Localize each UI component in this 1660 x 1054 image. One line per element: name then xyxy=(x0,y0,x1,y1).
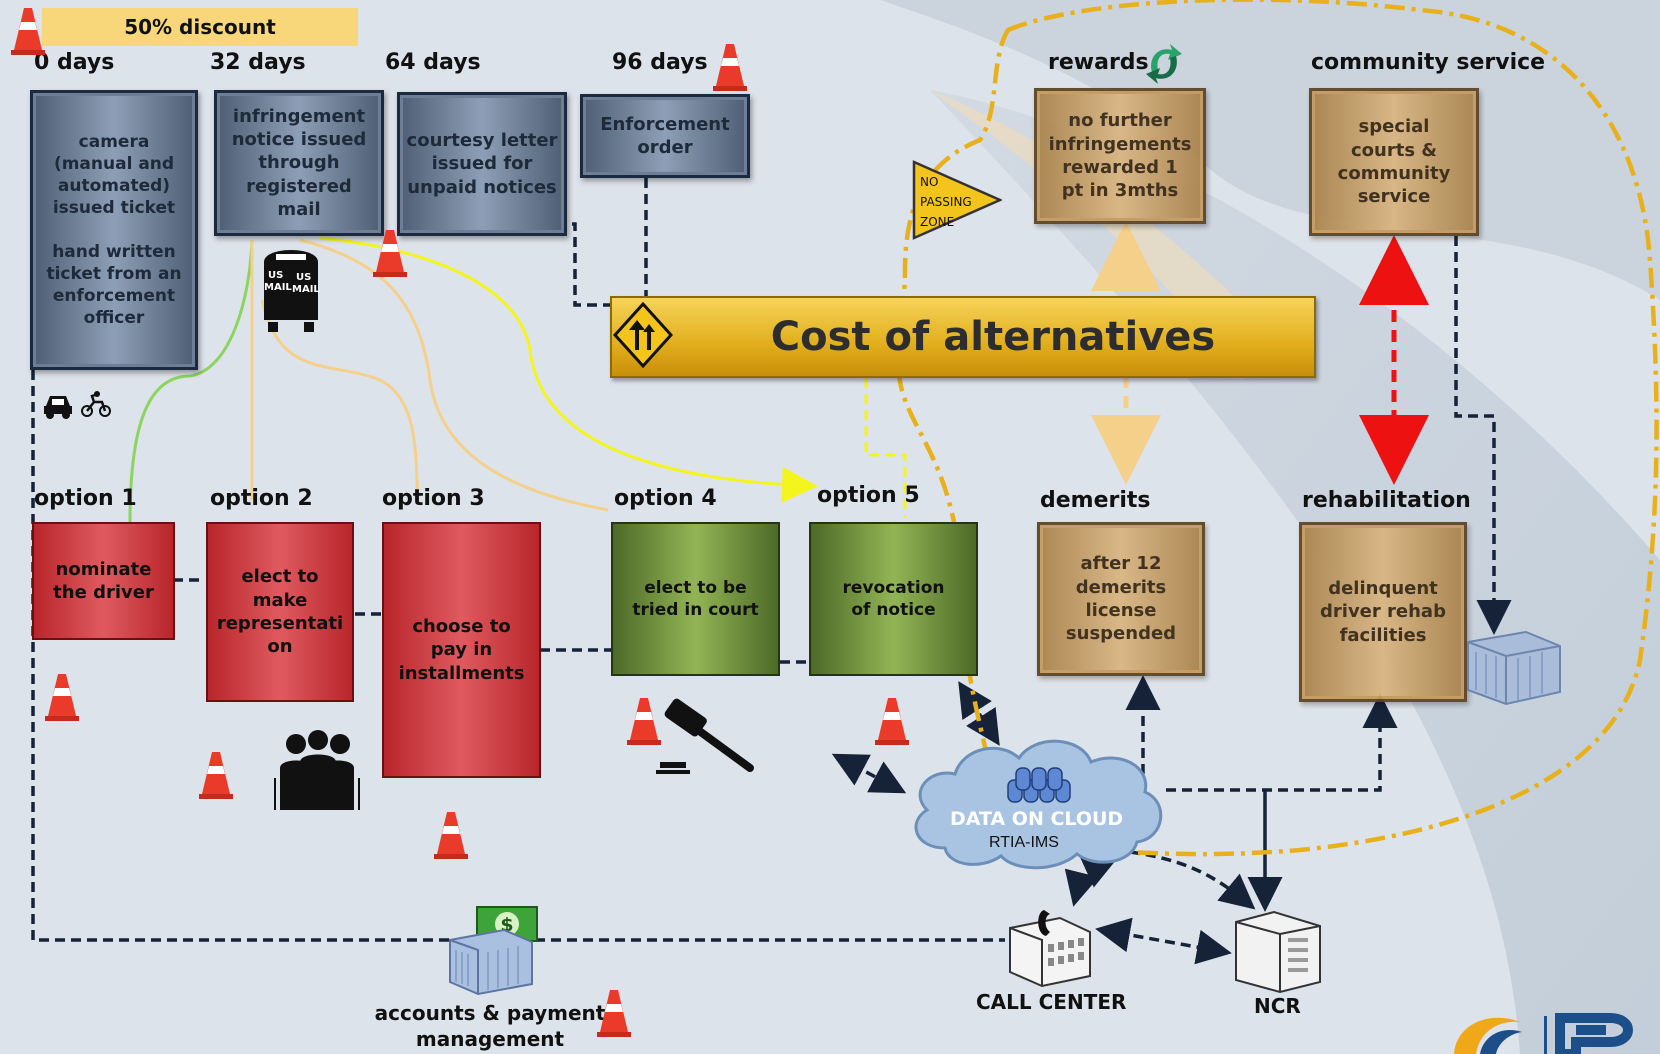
accounts-label: accounts & payment management xyxy=(374,1001,606,1051)
traffic-cone-icon xyxy=(11,8,45,55)
ncr-label: NCR xyxy=(1254,994,1301,1018)
merge-sign-icon xyxy=(613,302,673,368)
option-5-text: revocation of notice xyxy=(842,577,945,620)
mailbox-text-2: MAIL xyxy=(264,282,292,293)
enforcement-order-box: Enforcement order xyxy=(580,94,750,178)
traffic-cone-icon xyxy=(597,990,631,1037)
rehab-building-icon xyxy=(1467,630,1561,706)
option-2-text: elect to make representati on xyxy=(216,566,344,658)
traffic-cone-icon xyxy=(875,698,909,745)
enforcement-order-text: Enforcement order xyxy=(600,113,730,158)
gavel-icon xyxy=(656,698,754,774)
option-4-text: elect to be tried in court xyxy=(632,577,759,620)
infringement-notice-box: infringement notice issued through regis… xyxy=(214,90,384,236)
demerits-box: after 12 demerits license suspended xyxy=(1037,522,1205,676)
traffic-cone-icon xyxy=(434,812,468,859)
infringement-notice-text: infringement notice issued through regis… xyxy=(231,105,367,221)
recycle-arrows-icon xyxy=(1146,44,1182,84)
option-1-text: nominate the driver xyxy=(53,558,154,603)
car-icon xyxy=(44,396,72,419)
server-stack-icon xyxy=(1007,767,1071,803)
motorcycle-icon xyxy=(81,391,111,417)
discount-banner: 50% discount xyxy=(42,8,358,46)
timeline-day-64: 64 days xyxy=(385,50,481,75)
call-center-label: CALL CENTER xyxy=(976,990,1127,1014)
data-cloud xyxy=(914,739,1163,870)
rehabilitation-text: delinquent driver rehab facilities xyxy=(1320,577,1446,646)
camera-ticket-box: camera (manual and automated) issued tic… xyxy=(30,90,198,370)
bank-building-icon xyxy=(449,928,533,996)
mailbox-text-4: MAIL xyxy=(292,284,320,295)
courtesy-letter-box: courtesy letter issued for unpaid notice… xyxy=(397,92,567,236)
option-1-box: nominate the driver xyxy=(32,522,175,640)
call-center-icon xyxy=(1009,910,1091,988)
mailbox-text-1: US xyxy=(268,270,283,281)
rehabilitation-box: delinquent driver rehab facilities xyxy=(1299,522,1467,702)
option-1-heading: option 1 xyxy=(34,486,137,511)
option-3-box: choose to pay in installments xyxy=(382,522,541,778)
option-2-box: elect to make representati on xyxy=(206,522,354,702)
option-3-text: choose to pay in installments xyxy=(398,615,525,684)
option-5-box: revocation of notice xyxy=(809,522,978,676)
option-4-box: elect to be tried in court xyxy=(611,522,780,676)
traffic-cone-icon xyxy=(45,674,79,721)
mailbox-icon: US MAIL US MAIL xyxy=(264,250,320,332)
demerits-heading: demerits xyxy=(1040,488,1151,513)
office-building-icon xyxy=(1235,910,1321,994)
timeline-day-32: 32 days xyxy=(210,50,306,75)
traffic-cone-icon xyxy=(199,752,233,799)
option-3-heading: option 3 xyxy=(382,486,485,511)
cloud-title: DATA ON CLOUD xyxy=(950,808,1124,830)
rewards-heading: rewards xyxy=(1048,50,1149,75)
community-service-text: special courts & community service xyxy=(1337,116,1451,208)
no-passing-zone-sign: NO PASSING ZONE xyxy=(912,160,1002,240)
option-2-heading: option 2 xyxy=(210,486,313,511)
traffic-cone-icon xyxy=(373,230,407,277)
cloud-subtitle: RTIA-IMS xyxy=(989,834,1059,851)
courtesy-letter-text: courtesy letter issued for unpaid notice… xyxy=(406,129,558,198)
community-service-box: special courts & community service xyxy=(1309,88,1479,236)
demerits-text: after 12 demerits license suspended xyxy=(1065,553,1177,645)
no-passing-line-3: ZONE xyxy=(920,215,954,229)
option-5-heading: option 5 xyxy=(817,483,920,508)
no-passing-line-1: NO xyxy=(920,175,938,189)
rewards-box: no further infringements rewarded 1 pt i… xyxy=(1034,88,1206,224)
cost-of-alternatives-banner: Cost of alternatives xyxy=(610,296,1316,378)
rehabilitation-heading: rehabilitation xyxy=(1302,488,1471,513)
people-icon xyxy=(274,730,360,810)
option-4-heading: option 4 xyxy=(614,486,717,511)
timeline-day-0: 0 days xyxy=(34,50,115,75)
logo-icon xyxy=(1454,1013,1633,1054)
timeline-day-96: 96 days xyxy=(612,50,708,75)
community-service-heading: community service xyxy=(1311,50,1546,75)
cost-of-alternatives-title: Cost of alternatives xyxy=(770,314,1216,360)
rewards-text: no further infringements rewarded 1 pt i… xyxy=(1048,110,1192,202)
traffic-cone-icon xyxy=(713,44,747,91)
no-passing-line-2: PASSING xyxy=(920,195,972,209)
traffic-cone-icon xyxy=(627,698,661,745)
camera-ticket-text: camera (manual and automated) issued tic… xyxy=(46,131,182,329)
mailbox-text-3: US xyxy=(296,272,311,283)
